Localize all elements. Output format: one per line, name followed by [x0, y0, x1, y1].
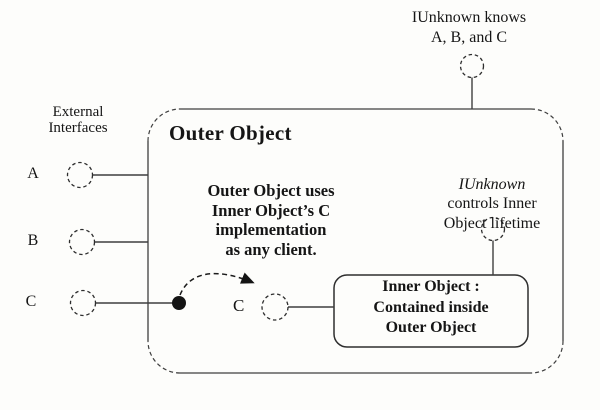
interface-circle-a	[66, 161, 94, 189]
interface-label-b: B	[27, 232, 39, 249]
outer-object-border	[147, 108, 564, 374]
iunknown-inner-interface-circle	[480, 216, 506, 242]
interface-circle-b	[68, 228, 96, 256]
interface-circle-c	[69, 289, 97, 317]
external-interfaces-label: External Interfaces	[48, 104, 108, 136]
iunknown-knows-annotation: IUnknown knows A, B, and C	[411, 9, 527, 46]
outer-uses-inner-annotation: Outer Object uses Inner Object’s C imple…	[207, 181, 335, 259]
interface-label-c: C	[25, 293, 37, 310]
delegation-junction-dot	[172, 296, 186, 310]
inner-c-interface-label: C	[233, 296, 245, 315]
iunknown-italic-word: IUnknown	[458, 175, 526, 193]
delegation-arrow	[179, 272, 255, 296]
interface-label-a: A	[27, 165, 39, 182]
inner-object-label: Inner Object : Contained inside Outer Ob…	[373, 278, 489, 336]
iunknown-note-rest: controls Inner Object lifetime	[443, 195, 541, 232]
inner-c-interface-circle	[261, 293, 289, 321]
iunknown-top-interface-circle	[459, 53, 485, 79]
inner-object-box	[333, 274, 529, 348]
outer-object-title: Outer Object	[169, 121, 292, 145]
iunknown-controls-annotation: IUnknown controls Inner Object lifetime	[422, 155, 562, 233]
